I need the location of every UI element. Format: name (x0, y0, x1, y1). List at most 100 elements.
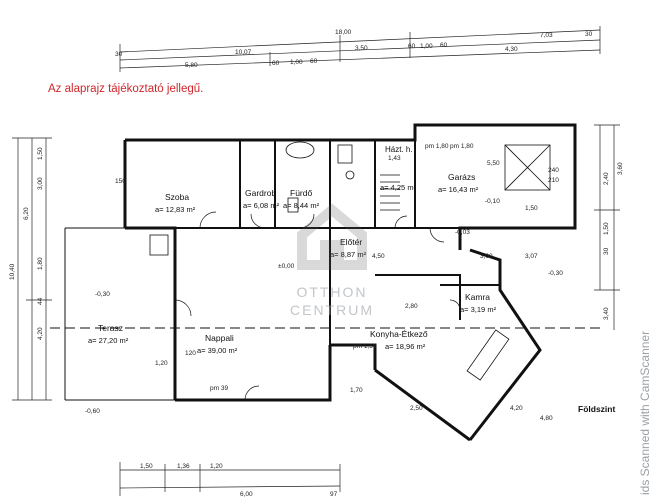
right-dimension-lines (594, 124, 620, 330)
dim-top-c: 60 (408, 43, 416, 50)
dim-top-total: 18,00 (335, 29, 352, 36)
room-konyha-name: Konyha-Étkező (370, 329, 428, 339)
dim-left-f: 44 (37, 297, 44, 305)
fixtures (149, 141, 551, 381)
room-gardrob-name: Gardrob (245, 188, 276, 198)
room-nappali-name: Nappali (205, 333, 234, 343)
bottom-dimension-lines (119, 462, 341, 496)
dim-left-e: 4,20 (37, 327, 44, 340)
room-gardrob-area: a= 6,08 m² (243, 201, 280, 210)
dim-top-h: 5,80 (185, 62, 198, 69)
dim-bottom-c: 1,20 (210, 463, 223, 470)
misc-15: 1,50 (525, 205, 538, 212)
room-terasz-area: a= 27,20 m² (88, 336, 129, 345)
otthon-centrum-logo-watermark (282, 190, 382, 340)
left-dimension-text: 10,40 6,20 3,00 1,50 1,80 4,20 44 (9, 147, 44, 340)
dim-top-l: 4,30 (505, 46, 518, 53)
dim-bottom-e: 97 (330, 491, 338, 498)
misc-3: pm 1,80 (450, 143, 474, 150)
level-garage-door: -0,03 (455, 229, 470, 236)
misc-12: 3,07 (525, 253, 538, 260)
level-garage: -0,10 (485, 198, 500, 205)
level-living: ±0,00 (278, 263, 295, 270)
level-terrace: -0,30 (95, 291, 110, 298)
bottom-dimension-text: 1,50 1,36 1,20 6,00 97 (140, 463, 338, 498)
bathtub (285, 141, 315, 159)
dim-top-a: 10,07 (235, 49, 252, 56)
dim-top-e: 60 (440, 42, 448, 49)
stairs (380, 174, 400, 211)
logo-watermark-text: OTTHON CENTRUM (282, 283, 382, 319)
misc-8: 4,20 (510, 405, 523, 412)
dim-left-total: 10,40 (9, 263, 16, 280)
dim-top-d: 1,00 (420, 43, 433, 50)
misc-18: 150 (115, 178, 126, 185)
level-right: -0,30 (548, 270, 563, 277)
misc-17: 210 (548, 177, 559, 184)
misc-5: 2,80 (405, 303, 418, 310)
ventilation-shaft (149, 234, 169, 256)
misc-14: 5,50 (487, 160, 500, 167)
logo-word-2: CENTRUM (290, 302, 374, 318)
room-eloter-area: a= 8,87 m² (330, 250, 367, 259)
room-garazs-name: Garázs (448, 172, 475, 182)
misc-11: 1,20 (155, 360, 168, 367)
misc-13: 3,00 (480, 253, 493, 260)
kitchen-counter (466, 329, 510, 381)
misc-16: 240 (548, 167, 559, 174)
room-nappali-area: a= 39,00 m² (197, 346, 238, 355)
misc-6: 4,50 (372, 253, 385, 260)
top-dimension-text: 18,00 10,07 3,50 60 1,00 60 7,03 30 5,80… (115, 29, 593, 69)
misc-7: 2,50 (410, 405, 423, 412)
interior-walls (175, 140, 500, 345)
top-dimension-lines (119, 26, 601, 72)
dim-right-a: 2,40 (603, 172, 610, 185)
dim-top-j: 1,00 (290, 59, 303, 66)
misc-measurements: pm 1,80 pm 39 pm 1,59 pm 1,80 1,43 2,80 … (115, 143, 559, 422)
misc-0: pm 1,80 (425, 143, 449, 150)
room-terasz-name: Terasz (98, 323, 123, 333)
misc-2: pm 1,59 (353, 343, 377, 350)
dim-top-k: 60 (310, 58, 318, 65)
house-logo-icon (297, 203, 367, 270)
disclaimer-note: Az alaprajz tájékoztató jellegű. (48, 83, 204, 95)
level-marks: -0,30 ±0,00 -0,60 -0,10 -0,03 -0,30 (85, 198, 563, 415)
room-konyha-area: a= 18,96 m² (385, 342, 426, 351)
room-eloter-name: Előtér (340, 237, 362, 247)
dim-left-c: 1,50 (37, 147, 44, 160)
room-haztartasi-area: a= 4,25 m² (380, 183, 417, 192)
dim-left-d: 1,80 (37, 257, 44, 270)
dim-top-i: 60 (272, 60, 280, 67)
dim-right-e: 3,40 (603, 307, 610, 320)
room-kamra-area: a= 3,19 m² (460, 305, 497, 314)
room-kamra-name: Kamra (465, 292, 490, 302)
room-furdo-area: a= 8,44 m² (283, 201, 320, 210)
camscanner-watermark: ids Scanned with CamScanner (638, 331, 652, 495)
room-furdo-name: Fürdő (290, 188, 312, 198)
misc-10: 1,70 (350, 387, 363, 394)
dim-top-m: 30 (115, 51, 123, 58)
right-dimension-text: 2,40 3,60 1,50 30 3,40 (603, 162, 624, 320)
left-dimension-lines (12, 137, 52, 401)
misc-4: 1,43 (388, 155, 401, 162)
dim-top-f: 7,03 (540, 32, 553, 39)
dim-right-d: 30 (603, 247, 610, 255)
dim-right-c: 1,50 (603, 222, 610, 235)
dim-bottom-a: 1,50 (140, 463, 153, 470)
floor-label: Földszint (578, 404, 615, 414)
dim-right-b: 3,60 (617, 162, 624, 175)
room-szoba-name: Szoba (165, 192, 189, 202)
room-labels: Szoba a= 12,83 m² Gardrob a= 6,08 m² Für… (88, 145, 497, 355)
dim-bottom-b: 1,36 (177, 463, 190, 470)
door-swings (174, 211, 461, 401)
level-bottom-left: -0,60 (85, 408, 100, 415)
shower (337, 144, 353, 164)
wc-bowl (345, 170, 355, 180)
garage-skylight (504, 144, 551, 191)
terrace-outline (64, 227, 175, 401)
misc-19: 120 (185, 350, 196, 357)
room-garazs-area: a= 16,43 m² (438, 185, 479, 194)
room-haztartasi-name: Házt. h. (385, 145, 413, 154)
washbasin (287, 197, 299, 213)
